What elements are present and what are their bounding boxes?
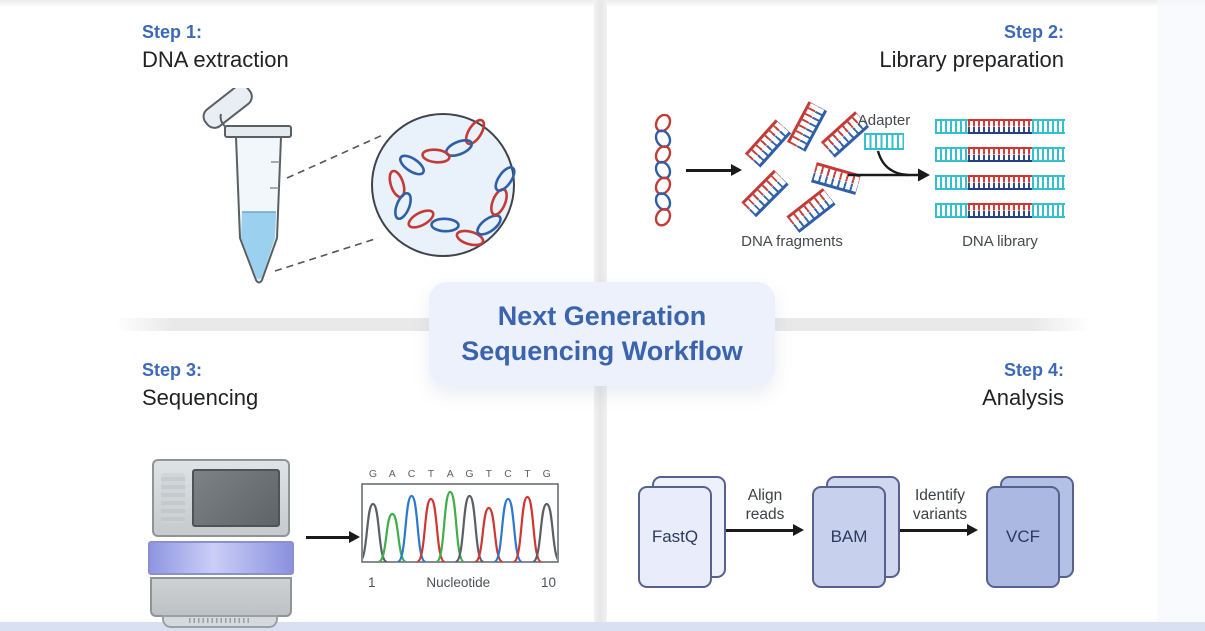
svg-text:C: C [408, 468, 416, 480]
dna-library-label: DNA library [962, 233, 1038, 250]
dna-library-strip [935, 203, 1065, 218]
title-line2: Sequencing Workflow [461, 336, 743, 366]
axis-start-tick: 1 [368, 575, 376, 590]
dna-library-strip [935, 119, 1065, 134]
dna-fragments-label: DNA fragments [741, 233, 843, 250]
svg-text:A: A [389, 468, 396, 480]
step4-name: Analysis [982, 384, 1064, 410]
bottom-edge-band [0, 622, 1205, 631]
fastq-file-icon: FastQ [638, 476, 728, 590]
fragmentation-arrow-icon [686, 169, 732, 172]
insert-segment [968, 203, 1032, 218]
bam-label: BAM [830, 527, 868, 546]
adapter-segment [1032, 203, 1065, 218]
fluorescence-peaks [363, 490, 557, 562]
dna-library-strip [935, 147, 1065, 162]
magnified-dna-circle [371, 113, 516, 257]
svg-text:T: T [428, 468, 435, 480]
step4-label: Step 4: [1003, 360, 1064, 380]
microcentrifuge-tube-icon [202, 88, 292, 284]
axis-end-tick: 10 [540, 575, 556, 590]
dna-fragment-icon [786, 101, 828, 152]
adapter-segment [1032, 175, 1065, 190]
step3-heading: Step 3: Sequencing [142, 360, 258, 411]
adapter-segment [935, 119, 968, 134]
sequencing-arrow-icon [306, 536, 350, 539]
step3-label: Step 3: [142, 360, 203, 380]
step1-label: Step 1: [142, 22, 203, 42]
svg-text:G: G [543, 468, 551, 480]
coiled-dna-icon [388, 118, 516, 247]
insert-segment [968, 147, 1032, 162]
dna-fragment-icon [741, 169, 789, 218]
sequencer-vent [161, 473, 185, 523]
ligation-arrow-icon [848, 150, 930, 182]
step2-heading: Step 2: Library preparation [879, 22, 1064, 73]
dna-helix-icon [654, 114, 672, 227]
dna-extraction-illustration [202, 88, 516, 284]
sequencer-machine-icon [148, 455, 298, 628]
insert-segment [968, 119, 1032, 134]
magnifier-dashed-lines [274, 133, 386, 272]
step2-name: Library preparation [879, 46, 1064, 72]
adapter-label: Adapter [857, 112, 911, 129]
fastq-front-card: FastQ [638, 486, 712, 588]
title-line1: Next Generation [497, 300, 707, 331]
adapter-segment [1032, 119, 1065, 134]
step1-heading: Step 1: DNA extraction [142, 22, 289, 73]
adapter-segment [935, 203, 968, 218]
right-edge-strip [1157, 0, 1205, 631]
sequencer-glow-band [148, 541, 294, 575]
fastq-label: FastQ [651, 527, 699, 546]
sequencer-screen [192, 469, 280, 527]
svg-text:C: C [504, 468, 512, 480]
dna-library-strip [935, 175, 1065, 190]
axis-title: Nucleotide [426, 575, 491, 590]
align-reads-label: Align reads [745, 487, 785, 524]
dna-fragment-icon [744, 119, 792, 168]
adapter-segment [935, 175, 968, 190]
adapter-segment [1032, 147, 1065, 162]
step2-label: Step 2: [1003, 22, 1064, 42]
bam-front-card: BAM [812, 486, 886, 588]
svg-text:T: T [486, 468, 493, 480]
align-reads-arrow-icon [726, 529, 794, 532]
sequencer-base [150, 577, 292, 617]
chromatogram-axis: 1 Nucleotide 10 [360, 575, 560, 590]
svg-text:A: A [447, 468, 454, 480]
workflow-title-card: Next Generation Sequencing Workflow [429, 282, 775, 386]
identify-variants-label: Identify variants [912, 487, 968, 524]
svg-text:T: T [524, 468, 531, 480]
vcf-label: VCF [1006, 527, 1040, 546]
sequencer-top-unit [152, 459, 290, 537]
svg-text:G: G [465, 468, 473, 480]
step3-name: Sequencing [142, 384, 259, 410]
dna-fragment-icon [786, 188, 836, 233]
vcf-file-icon: VCF [986, 476, 1076, 590]
identify-variants-arrow-icon [900, 529, 968, 532]
step4-heading: Step 4: Analysis [982, 360, 1064, 411]
svg-text:G: G [369, 468, 377, 480]
insert-segment [968, 175, 1032, 190]
vcf-front-card: VCF [986, 486, 1060, 588]
adapter-icon [864, 133, 904, 150]
step1-name: DNA extraction [142, 46, 289, 72]
adapter-segment [935, 147, 968, 162]
bam-file-icon: BAM [812, 476, 902, 590]
sequencer-foot [162, 615, 278, 628]
